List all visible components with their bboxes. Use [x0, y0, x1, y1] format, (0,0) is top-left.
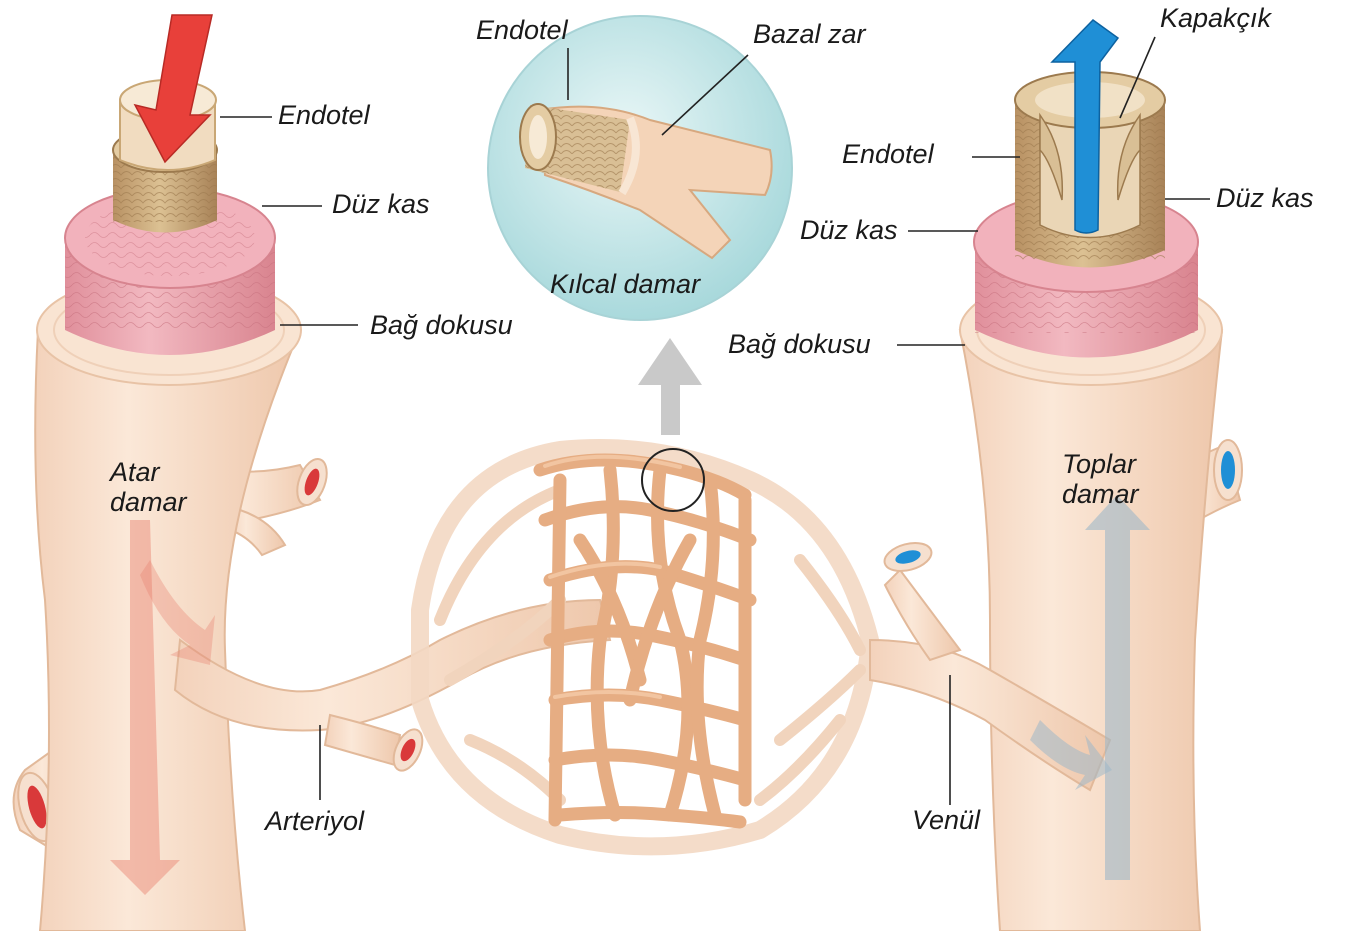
artery-name-label: Atar damar [110, 458, 187, 517]
arteriyol-label: Arteriyol [265, 807, 364, 837]
bazal-zar-label: Bazal zar [753, 20, 866, 50]
kapakcik-label: Kapakçık [1160, 4, 1271, 34]
vein-duz-kas-left-label: Düz kas [800, 216, 898, 246]
vein-duz-kas-right-label: Düz kas [1216, 184, 1314, 214]
vein-bag-dokusu-label: Bağ dokusu [728, 330, 871, 360]
artery-endotel-label: Endotel [278, 101, 370, 131]
artery-duz-kas-label: Düz kas [332, 190, 430, 220]
vein [870, 72, 1242, 931]
vein-endotel-label: Endotel [842, 140, 934, 170]
artery-bag-dokusu-label: Bağ dokusu [370, 311, 513, 341]
venul-label: Venül [912, 806, 980, 836]
vein-name-label: Toplar damar [1062, 450, 1139, 509]
capillary-endotel-label: Endotel [476, 16, 568, 46]
capillary-name-label: Kılcal damar [550, 270, 700, 300]
zoom-arrow [638, 338, 702, 435]
